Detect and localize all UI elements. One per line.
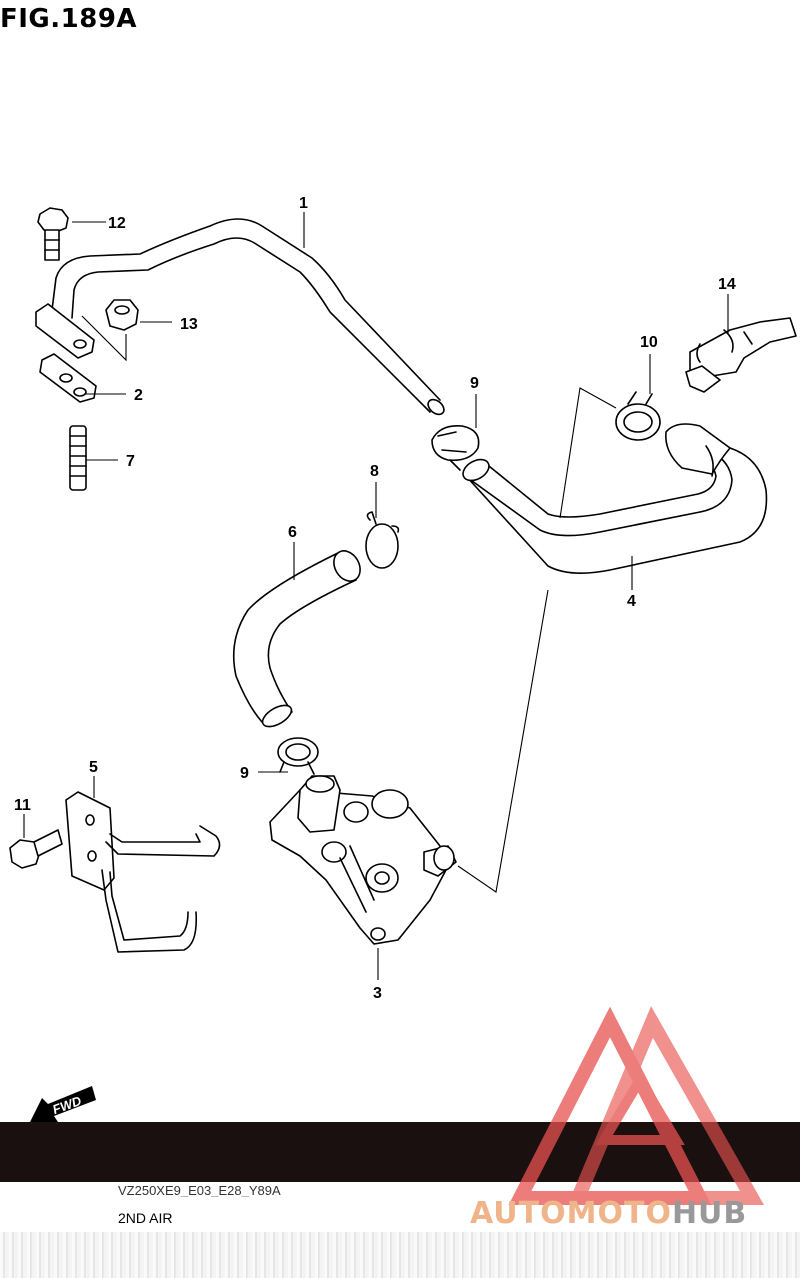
nut-part-13[interactable]	[105, 299, 139, 331]
reed-valve-part-3[interactable]	[269, 775, 457, 945]
flange-plate[interactable]	[35, 303, 95, 359]
model-code: VZ250XE9_E03_E28_Y89A	[118, 1183, 281, 1197]
bolt-part-11[interactable]	[9, 829, 63, 869]
callout-3: 3	[373, 985, 382, 1002]
clip-part-14[interactable]	[685, 317, 797, 393]
leader-lines	[23, 212, 729, 980]
watermark-text: AUTOMOTOHUB	[470, 1196, 748, 1231]
callout-8: 8	[370, 463, 379, 480]
callout-9-lower: 9	[240, 765, 249, 782]
callout-labels: 1 12 13 2 7 9 10 14 8 6 4 9 5 11 3	[14, 195, 736, 1002]
callout-2: 2	[134, 387, 143, 404]
callout-12: 12	[108, 215, 126, 232]
fwd-text: FWD	[50, 1093, 84, 1117]
callout-5: 5	[89, 759, 98, 776]
scan-artifact-band	[0, 1122, 800, 1182]
washer-part-8[interactable]	[365, 511, 400, 569]
bracket-part-5[interactable]	[65, 791, 221, 953]
gasket-part-2[interactable]	[39, 353, 97, 403]
clamp-part-9-lower[interactable]	[277, 737, 319, 775]
fwd-marker: FWD	[30, 1086, 96, 1122]
bolt-part-12[interactable]	[37, 207, 69, 261]
callout-6: 6	[288, 524, 297, 541]
callout-11: 11	[14, 797, 31, 814]
clamp-part-9-upper[interactable]	[431, 424, 480, 471]
clamp-part-10[interactable]	[615, 391, 661, 441]
callout-9-upper: 9	[470, 375, 479, 392]
figure-caption: 2ND AIR	[118, 1210, 173, 1226]
callout-7: 7	[126, 453, 135, 470]
scan-noise-strip	[0, 1232, 800, 1278]
callout-1: 1	[299, 195, 308, 212]
callout-14: 14	[718, 276, 736, 293]
figure-title: FIG.189A	[0, 4, 138, 34]
hose-part-4[interactable]	[459, 423, 768, 574]
callout-4: 4	[627, 593, 636, 610]
stud-part-7[interactable]	[69, 425, 87, 491]
air-pipe-part-1[interactable]	[51, 218, 447, 417]
callout-10: 10	[640, 334, 658, 351]
callout-13: 13	[180, 316, 198, 333]
hose-part-6[interactable]	[232, 546, 366, 731]
